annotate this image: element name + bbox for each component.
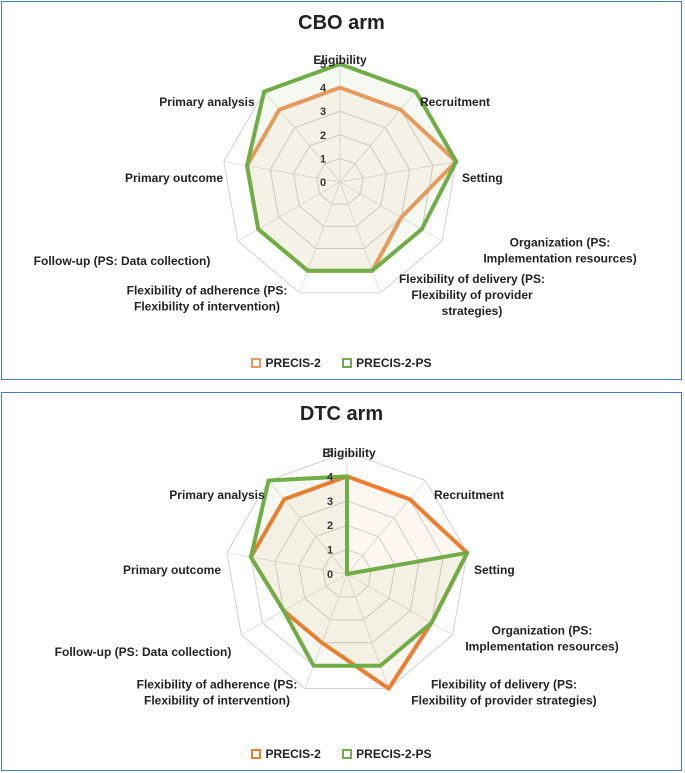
axis-spoke bbox=[299, 181, 341, 294]
axis-label: Recruitment bbox=[420, 95, 490, 109]
axis-spoke bbox=[339, 91, 417, 183]
axis-label: Flexibility of delivery (PS:Flexibility … bbox=[399, 272, 545, 318]
grid-ring bbox=[316, 157, 364, 205]
tick-label: 0 bbox=[327, 569, 333, 581]
tick-label: 5 bbox=[320, 59, 326, 71]
legend-swatch-icon bbox=[251, 749, 262, 759]
axis-spoke bbox=[346, 480, 426, 575]
legend-item-precis-2: PRECIS-2 bbox=[251, 356, 321, 370]
grid-ring bbox=[274, 500, 420, 644]
tick-label: 2 bbox=[320, 130, 326, 142]
axis-label: Flexibility of adherence (PS:Flexibility… bbox=[127, 284, 288, 314]
tick-label: 1 bbox=[327, 545, 333, 557]
legend-label: PRECIS-2-PS bbox=[356, 356, 432, 370]
axis-spoke bbox=[346, 573, 390, 689]
dtc-radar-chart: 0 1 2 3 4 5EligibilityRecruitmentSettingOrgan… bbox=[55, 446, 619, 708]
chart-title: DTC arm bbox=[299, 403, 384, 425]
axis-label: Follow-up (PS: Data collection) bbox=[55, 645, 232, 659]
axis-spoke bbox=[263, 91, 341, 183]
legend-swatch-icon bbox=[342, 749, 353, 759]
axis-spoke bbox=[339, 161, 457, 183]
legend-label: PRECIS-2-PS bbox=[356, 747, 432, 761]
chart-legend: PRECIS-2 PRECIS-2-PS bbox=[2, 356, 681, 371]
axis-label: Primary analysis bbox=[159, 95, 255, 109]
series-line-precis-2-ps bbox=[248, 474, 470, 668]
legend-swatch-icon bbox=[342, 358, 353, 368]
legend-item-precis-2: PRECIS-2 bbox=[251, 747, 321, 761]
axis-label: Flexibility of delivery (PS:Flexibility … bbox=[411, 678, 596, 708]
axis-spoke bbox=[339, 181, 443, 242]
legend-item-precis-2-ps: PRECIS-2-PS bbox=[342, 356, 432, 370]
axis-label: Follow-up (PS: Data collection) bbox=[34, 254, 211, 268]
axis-spoke bbox=[339, 181, 381, 294]
axis-label: Primary outcome bbox=[125, 171, 223, 185]
axis-label: Eligibility bbox=[313, 53, 367, 67]
tick-label: 5 bbox=[327, 447, 333, 459]
axis-spoke bbox=[268, 480, 348, 575]
tick-label: 1 bbox=[320, 153, 326, 165]
grid-ring bbox=[226, 451, 468, 690]
series-line-precis-2-ps bbox=[245, 62, 459, 273]
grid-ring bbox=[292, 134, 388, 227]
axis-label: Setting bbox=[462, 171, 503, 185]
tick-label: 4 bbox=[327, 471, 334, 483]
tick-label: 0 bbox=[320, 177, 326, 189]
axis-label: Primary outcome bbox=[123, 563, 221, 577]
legend-label: PRECIS-2 bbox=[265, 747, 321, 761]
axis-spoke bbox=[346, 573, 453, 636]
axis-label: Flexibility of adherence (PS:Flexibility… bbox=[137, 678, 298, 708]
grid-ring bbox=[322, 549, 372, 598]
axis-spoke bbox=[237, 181, 341, 242]
axis-spoke bbox=[223, 161, 341, 183]
chart-title: CBO arm bbox=[298, 12, 385, 34]
chart-legend: PRECIS-2 PRECIS-2-PS bbox=[2, 747, 681, 762]
legend-item-precis-2-ps: PRECIS-2-PS bbox=[342, 747, 432, 761]
tick-label: 2 bbox=[327, 520, 333, 532]
axis-spoke bbox=[226, 552, 348, 575]
axis-spoke bbox=[304, 573, 348, 689]
tick-label: 3 bbox=[320, 106, 326, 118]
grid-ring bbox=[269, 110, 411, 250]
axis-label: Eligibility bbox=[322, 446, 376, 460]
axis-label: Organization (PS:Implementation resource… bbox=[483, 236, 636, 266]
grid-ring bbox=[298, 524, 396, 621]
tick-label: 4 bbox=[320, 83, 327, 95]
axis-label: Recruitment bbox=[434, 488, 504, 502]
axis-spoke bbox=[241, 573, 348, 636]
axis-label: Primary analysis bbox=[169, 488, 265, 502]
cbo-radar-chart: 0 1 2 3 4 5EligibilityRecruitmentSettingOrgan… bbox=[34, 53, 637, 318]
tick-label: 3 bbox=[327, 496, 333, 508]
legend-label: PRECIS-2 bbox=[265, 356, 321, 370]
legend-swatch-icon bbox=[251, 358, 262, 368]
axis-label: Setting bbox=[474, 563, 515, 577]
axis-label: Organization (PS:Implementation resource… bbox=[465, 624, 618, 654]
